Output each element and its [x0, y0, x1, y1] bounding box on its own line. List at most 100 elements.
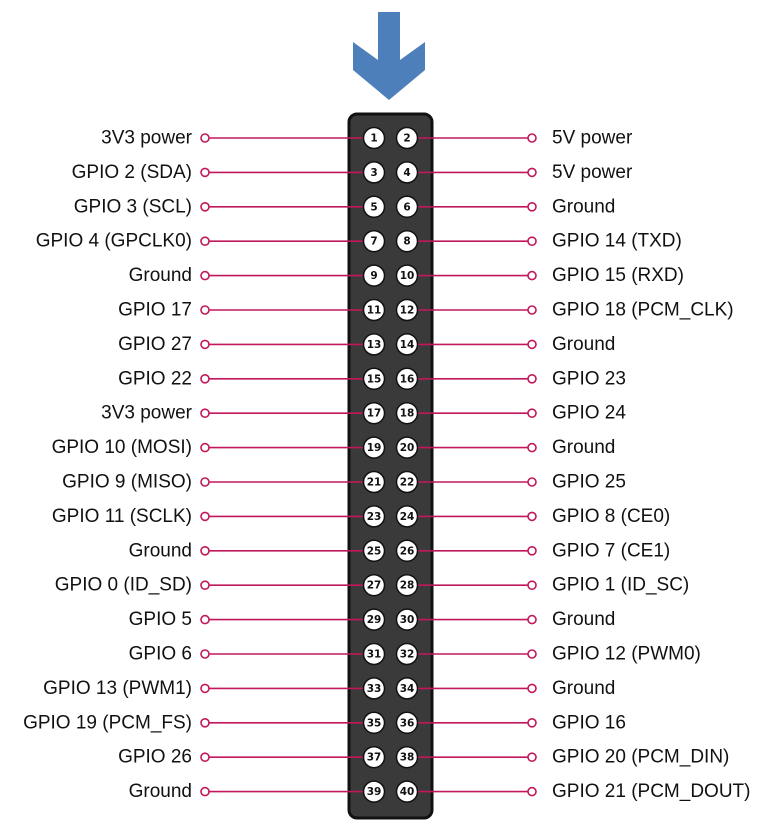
pin-circle: [362, 367, 386, 391]
pin-circle: [362, 608, 386, 631]
wire-end-dot: [527, 202, 537, 212]
pin-number: 9: [370, 270, 377, 282]
pin-label-left: GPIO 2 (SDA): [72, 162, 192, 183]
wire-end-dot: [527, 786, 537, 797]
wire-end-dot: [200, 442, 210, 453]
pin-label-right: GPIO 14 (TXD): [552, 231, 682, 252]
pin-circle: [362, 539, 386, 563]
pin-number: 37: [367, 752, 382, 764]
pin-label-left: GPIO 22: [118, 368, 192, 389]
pin-number: 24: [400, 511, 415, 523]
pin-circle: [395, 608, 419, 631]
wire-end-dot: [527, 167, 537, 178]
wire-end-dot: [527, 580, 537, 591]
wire-end-dot: [527, 236, 537, 246]
pin-number: 11: [367, 305, 382, 317]
pin-number: 36: [400, 717, 415, 729]
pin-circle: [395, 333, 419, 356]
wire-end-dot: [200, 752, 210, 763]
pin-circle: [362, 711, 386, 735]
pin-circle: [395, 195, 419, 219]
pin-circle: [395, 126, 419, 150]
wire-end-dot: [527, 477, 537, 487]
wire-end-dot: [200, 683, 210, 694]
pin-circle: [362, 161, 386, 184]
pin-number: 22: [400, 477, 415, 489]
pin-circle: [362, 470, 386, 494]
wire-end-dot: [527, 373, 537, 384]
pin-10-row: 10 GPIO 15 (RXD): [395, 264, 684, 287]
wire-end-dot: [200, 477, 210, 487]
pin-circle: [362, 195, 386, 219]
pin-circle: [362, 436, 386, 459]
pin-number: 8: [403, 236, 410, 248]
pin-header: [347, 112, 434, 820]
wire-end-dot: [200, 614, 210, 625]
wire-end-dot: [527, 442, 537, 453]
pin-label-right: GPIO 24: [552, 403, 626, 424]
wire-end-dot: [200, 649, 210, 659]
pin-18-row: 18 GPIO 24: [395, 401, 626, 425]
pin-number: 10: [400, 270, 415, 282]
pin-number: 4: [403, 167, 410, 179]
pin-label-left: Ground: [129, 781, 192, 802]
wire-end-dot: [527, 339, 537, 350]
wire-end-dot: [200, 133, 210, 143]
wire-end-dot: [200, 236, 210, 246]
wire-end-dot: [527, 545, 537, 556]
wire-end-dot: [527, 133, 537, 143]
pin-circle: [362, 264, 386, 287]
pin-label-right: GPIO 20 (PCM_DIN): [552, 747, 729, 768]
pin-12-row: 12 GPIO 18 (PCM_CLK): [395, 298, 734, 322]
pin-circle: [395, 539, 419, 563]
pin-circle: [395, 780, 419, 803]
wire-end-dot: [527, 752, 537, 763]
wire-end-dot: [200, 786, 210, 797]
wire-end-dot: [200, 305, 210, 315]
pin-number: 18: [400, 408, 415, 420]
pin-number: 12: [400, 305, 415, 317]
pin-circle: [395, 161, 419, 184]
pin-label-left: GPIO 19 (PCM_FS): [23, 712, 192, 733]
pin-number: 15: [367, 373, 382, 385]
pin-number: 13: [367, 339, 382, 351]
pin-label-right: GPIO 16: [552, 712, 626, 733]
pin-label-right: 5V power: [552, 128, 633, 149]
pin-label-left: GPIO 13 (PWM1): [43, 678, 192, 699]
pin-number: 3: [370, 167, 377, 179]
pin-19-row: 19 GPIO 10 (MOSI): [52, 436, 386, 459]
pin-15-row: 15 GPIO 22: [118, 367, 386, 391]
pin-circle: [362, 677, 386, 700]
arrow-down-icon: [353, 12, 425, 100]
pin-label-right: GPIO 15 (RXD): [552, 265, 684, 286]
wire-end-dot: [200, 167, 210, 178]
pin-circle: [395, 264, 419, 287]
pin-label-left: 3V3 power: [101, 128, 193, 149]
pin-circle: [395, 401, 419, 425]
pin-circle: [362, 642, 386, 666]
pin-label-right: GPIO 18 (PCM_CLK): [552, 300, 734, 321]
pin-label-right: GPIO 23: [552, 368, 626, 389]
pin-label-left: GPIO 26: [118, 747, 192, 768]
pin-label-left: GPIO 27: [118, 334, 192, 355]
pin-number: 19: [367, 442, 382, 454]
pin-circle: [362, 401, 386, 425]
pin-label-left: GPIO 10 (MOSI): [52, 437, 192, 458]
pin-label-left: GPIO 11 (SCLK): [52, 506, 192, 527]
pin-label-left: Ground: [129, 540, 192, 561]
